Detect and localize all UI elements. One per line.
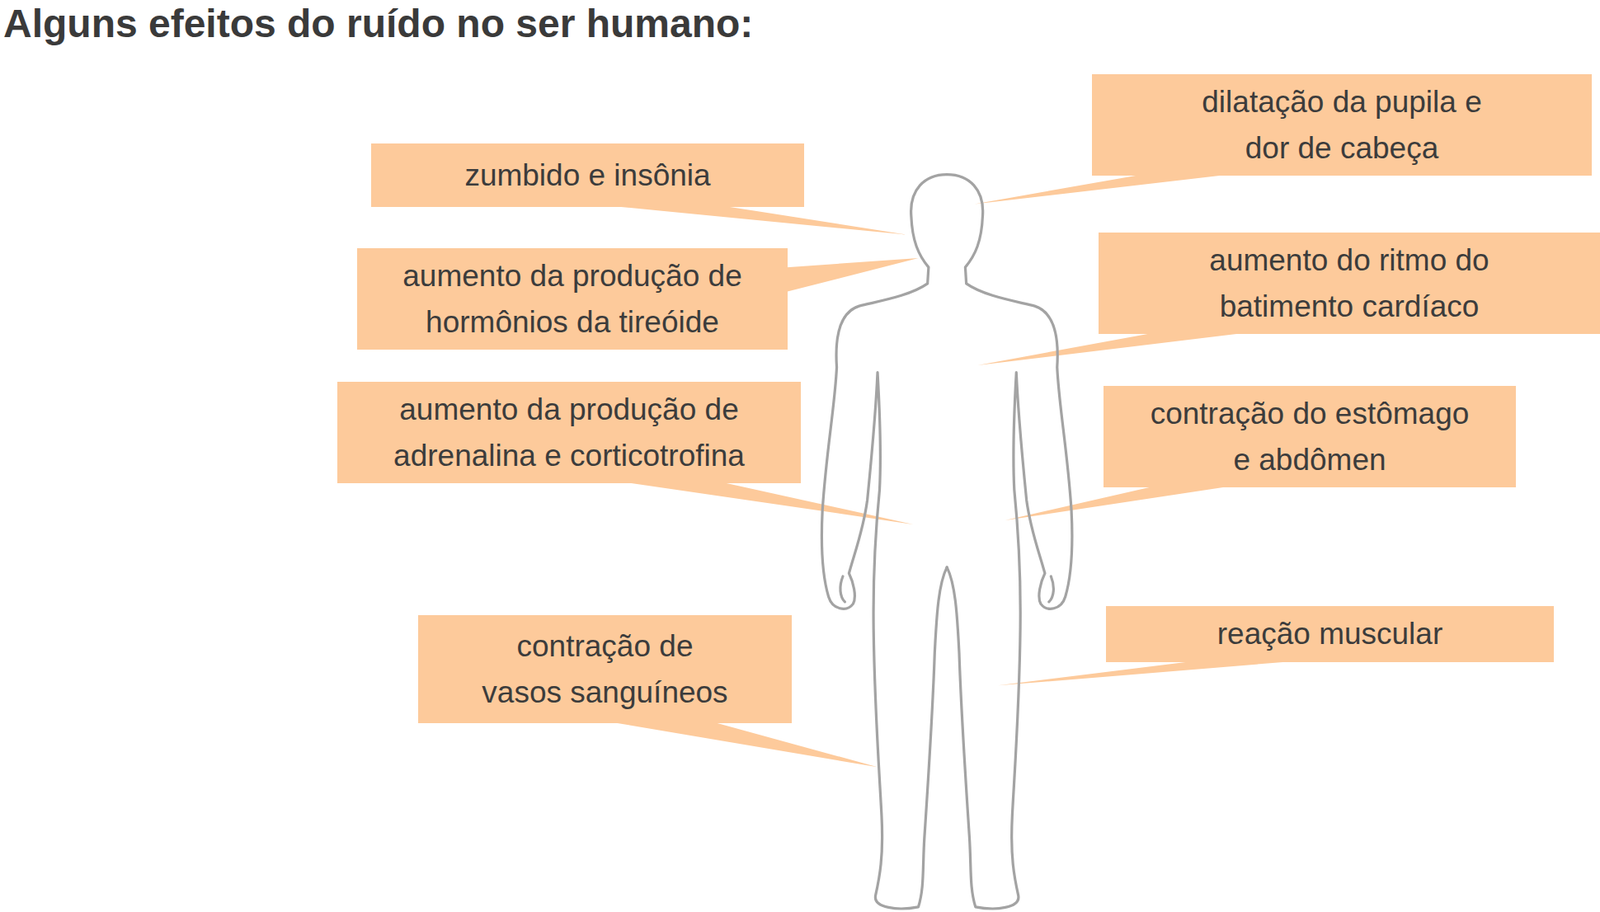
body-outline <box>840 576 846 603</box>
callout-pointer <box>786 258 919 292</box>
callout-pointer <box>611 206 906 236</box>
diagram-title: Alguns efeitos do ruído no ser humano: <box>3 0 753 48</box>
callout-box: aumento do ritmo do batimento cardíaco <box>1098 232 1600 335</box>
callout-box: aumento da produção de adrenalina e cort… <box>337 381 801 484</box>
callout-text: reação muscular <box>1217 611 1444 658</box>
callout-box: zumbido e insônia <box>371 143 805 208</box>
callout-box: aumento da produção de hormônios da tire… <box>357 248 788 350</box>
callout-box: reação muscular <box>1105 606 1554 663</box>
body-outline <box>821 174 947 909</box>
callout-text: zumbido e insônia <box>464 152 711 199</box>
callout-box: dilatação da pupila e dor de cabeça <box>1091 74 1592 176</box>
human-silhouette <box>821 174 1073 909</box>
callout-text: aumento da produção de adrenalina e cort… <box>362 386 776 479</box>
callout-pointer <box>997 661 1296 687</box>
callout-text: aumento da produção de hormônios da tire… <box>378 253 767 345</box>
callout-box: contração de vasos sanguíneos <box>418 615 792 724</box>
callout-text: aumento do ritmo do batimento cardíaco <box>1184 237 1515 330</box>
callout-text: contração do estômago e abdômen <box>1144 390 1475 483</box>
callout-pointer <box>611 722 878 768</box>
callout-text: dilatação da pupila e dor de cabeça <box>1185 79 1499 171</box>
callout-text: contração de vasos sanguíneos <box>476 623 735 716</box>
body-outline <box>946 174 1073 909</box>
body-outline <box>1049 576 1055 603</box>
callout-box: contração do estômago e abdômen <box>1103 385 1516 488</box>
